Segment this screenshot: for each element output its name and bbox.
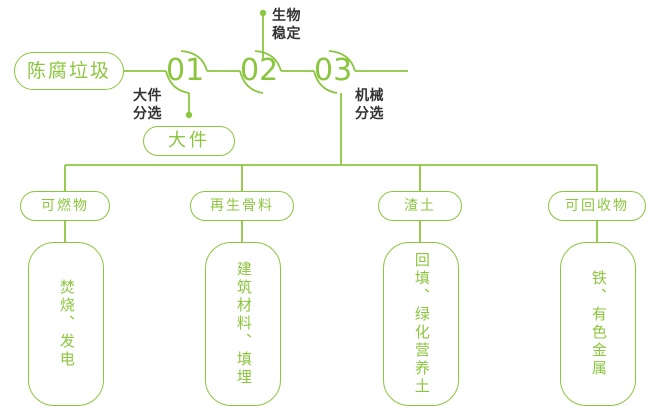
- stage-number-03-text: 03: [314, 53, 353, 88]
- destination-box-2-text: 建筑材料、填埋: [234, 261, 253, 387]
- category-pill-3-label: 渣土: [404, 198, 436, 214]
- stage-number-01[interactable]: 01: [166, 56, 204, 86]
- category-pill-2-label: 再生骨料: [210, 198, 274, 214]
- arc-02-lower: [239, 70, 264, 94]
- stage-caption-03-line2: 分选: [355, 105, 384, 122]
- destination-box-1[interactable]: 焚烧、发电: [28, 242, 104, 406]
- destination-box-1-text: 焚烧、发电: [57, 279, 76, 369]
- destination-box-2[interactable]: 建筑材料、填埋: [205, 242, 281, 406]
- category-pill-4-label: 可回收物: [565, 198, 629, 214]
- node-dot-bulky: [185, 111, 193, 119]
- stage-number-02-text: 02: [240, 53, 279, 88]
- arc-02: [254, 50, 282, 72]
- category-pill-3[interactable]: 渣土: [378, 191, 462, 221]
- destination-box-3[interactable]: 回填、绿化营养土: [383, 242, 459, 406]
- stage-caption-01-line1: 大件: [133, 88, 162, 104]
- category-pill-1[interactable]: 可燃物: [20, 191, 110, 221]
- source-node-stale-waste[interactable]: 陈腐垃圾: [14, 52, 124, 90]
- arc-03: [328, 50, 356, 72]
- node-dot-bio: [259, 9, 267, 17]
- arc-01: [180, 50, 208, 72]
- stage-caption-02-line1: 生物: [272, 8, 301, 24]
- category-pill-4[interactable]: 可回收物: [548, 191, 646, 221]
- category-pill-2[interactable]: 再生骨料: [190, 191, 294, 221]
- arc-03-lower: [313, 70, 338, 94]
- stage-caption-02: 生物 稳定: [272, 8, 301, 43]
- stage-number-01-text: 01: [166, 53, 205, 88]
- stage-caption-01-line2: 分选: [133, 105, 162, 122]
- destination-box-4[interactable]: 铁、有色金属: [560, 242, 636, 406]
- destination-box-3-text: 回填、绿化营养土: [412, 252, 431, 396]
- output-node-bulky[interactable]: 大件: [143, 126, 235, 156]
- source-node-label: 陈腐垃圾: [26, 59, 111, 82]
- stage-caption-02-line2: 稳定: [272, 25, 301, 42]
- stage-number-03[interactable]: 03: [314, 56, 352, 86]
- stage-caption-01: 大件 分选: [133, 88, 162, 123]
- category-pill-1-label: 可燃物: [41, 198, 89, 214]
- stage-number-02[interactable]: 02: [240, 56, 278, 86]
- output-node-bulky-label: 大件: [168, 130, 210, 151]
- destination-box-4-text: 铁、有色金属: [589, 270, 608, 378]
- arc-01-lower: [165, 70, 190, 94]
- stage-caption-03: 机械 分选: [355, 88, 384, 123]
- stage-caption-03-line1: 机械: [355, 88, 384, 104]
